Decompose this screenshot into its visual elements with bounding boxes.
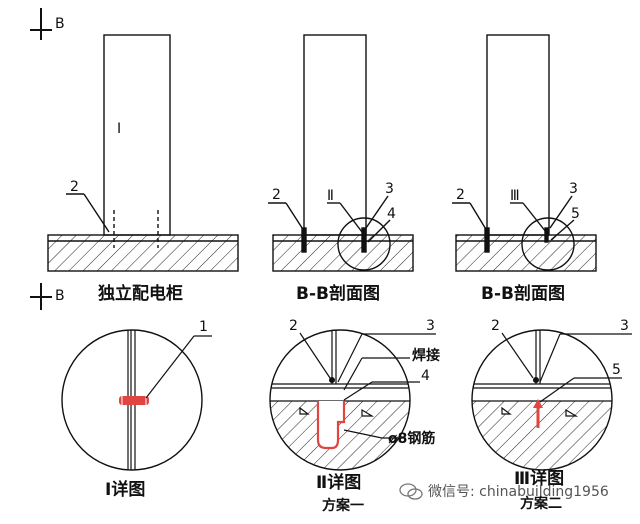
wechat-icon bbox=[399, 483, 423, 500]
detail-2-callout-2: 2 bbox=[289, 318, 298, 334]
section-a-callout-2: 2 bbox=[272, 187, 281, 203]
detail-2-rebar-label: ø8钢筋 bbox=[388, 430, 435, 447]
detail-2-weld-label: 焊接 bbox=[412, 347, 440, 364]
watermark: 微信号: chinabuilding1956 bbox=[399, 483, 609, 500]
section-b-detail-mark: Ⅲ bbox=[510, 188, 520, 204]
detail-2-subtitle: 方案一 bbox=[322, 497, 364, 514]
section-a-detail-mark: Ⅱ bbox=[327, 188, 334, 204]
section-mark-top bbox=[30, 8, 52, 40]
detail-1-callout-1: 1 bbox=[199, 319, 208, 335]
cabinet-elevation bbox=[47, 34, 239, 272]
cabinet-callout-2: 2 bbox=[70, 179, 79, 195]
rebar-red bbox=[533, 399, 543, 428]
detail-2-circle bbox=[269, 329, 436, 471]
detail-1-circle bbox=[61, 329, 212, 471]
section-b-title: B-B剖面图 bbox=[481, 283, 565, 304]
watermark-text: 微信号: chinabuilding1956 bbox=[428, 484, 609, 500]
detail-3-circle bbox=[471, 329, 632, 471]
detail-2-callout-4: 4 bbox=[421, 368, 430, 384]
detail-2-callout-3: 3 bbox=[426, 318, 435, 334]
section-mark-bottom bbox=[30, 283, 52, 310]
detail-2-title: Ⅱ详图 bbox=[316, 472, 361, 493]
section-b-callout-5: 5 bbox=[571, 206, 580, 222]
section-b-drawing bbox=[452, 34, 597, 272]
cabinet-title: 独立配电柜 bbox=[98, 283, 183, 304]
section-a-title: B-B剖面图 bbox=[296, 283, 380, 304]
section-a-callout-3: 3 bbox=[385, 181, 394, 197]
section-b-callout-2: 2 bbox=[456, 187, 465, 203]
detail-1-title: Ⅰ详图 bbox=[105, 479, 145, 500]
section-mark-bottom-label: B bbox=[55, 288, 65, 304]
detail-3-subtitle: 方案二 bbox=[520, 495, 562, 512]
section-a-drawing bbox=[268, 34, 414, 272]
detail-3-callout-2: 2 bbox=[491, 318, 500, 334]
detail-3-callout-3: 3 bbox=[620, 318, 629, 334]
section-a-callout-4: 4 bbox=[387, 206, 396, 222]
ground-clip-red bbox=[119, 396, 149, 405]
detail-3-title: Ⅲ详图 bbox=[514, 468, 564, 489]
section-mark-top-label: B bbox=[55, 16, 65, 32]
detail-3-callout-5: 5 bbox=[612, 362, 621, 378]
section-b-callout-3: 3 bbox=[569, 181, 578, 197]
cabinet-door-mark: I bbox=[117, 121, 121, 137]
